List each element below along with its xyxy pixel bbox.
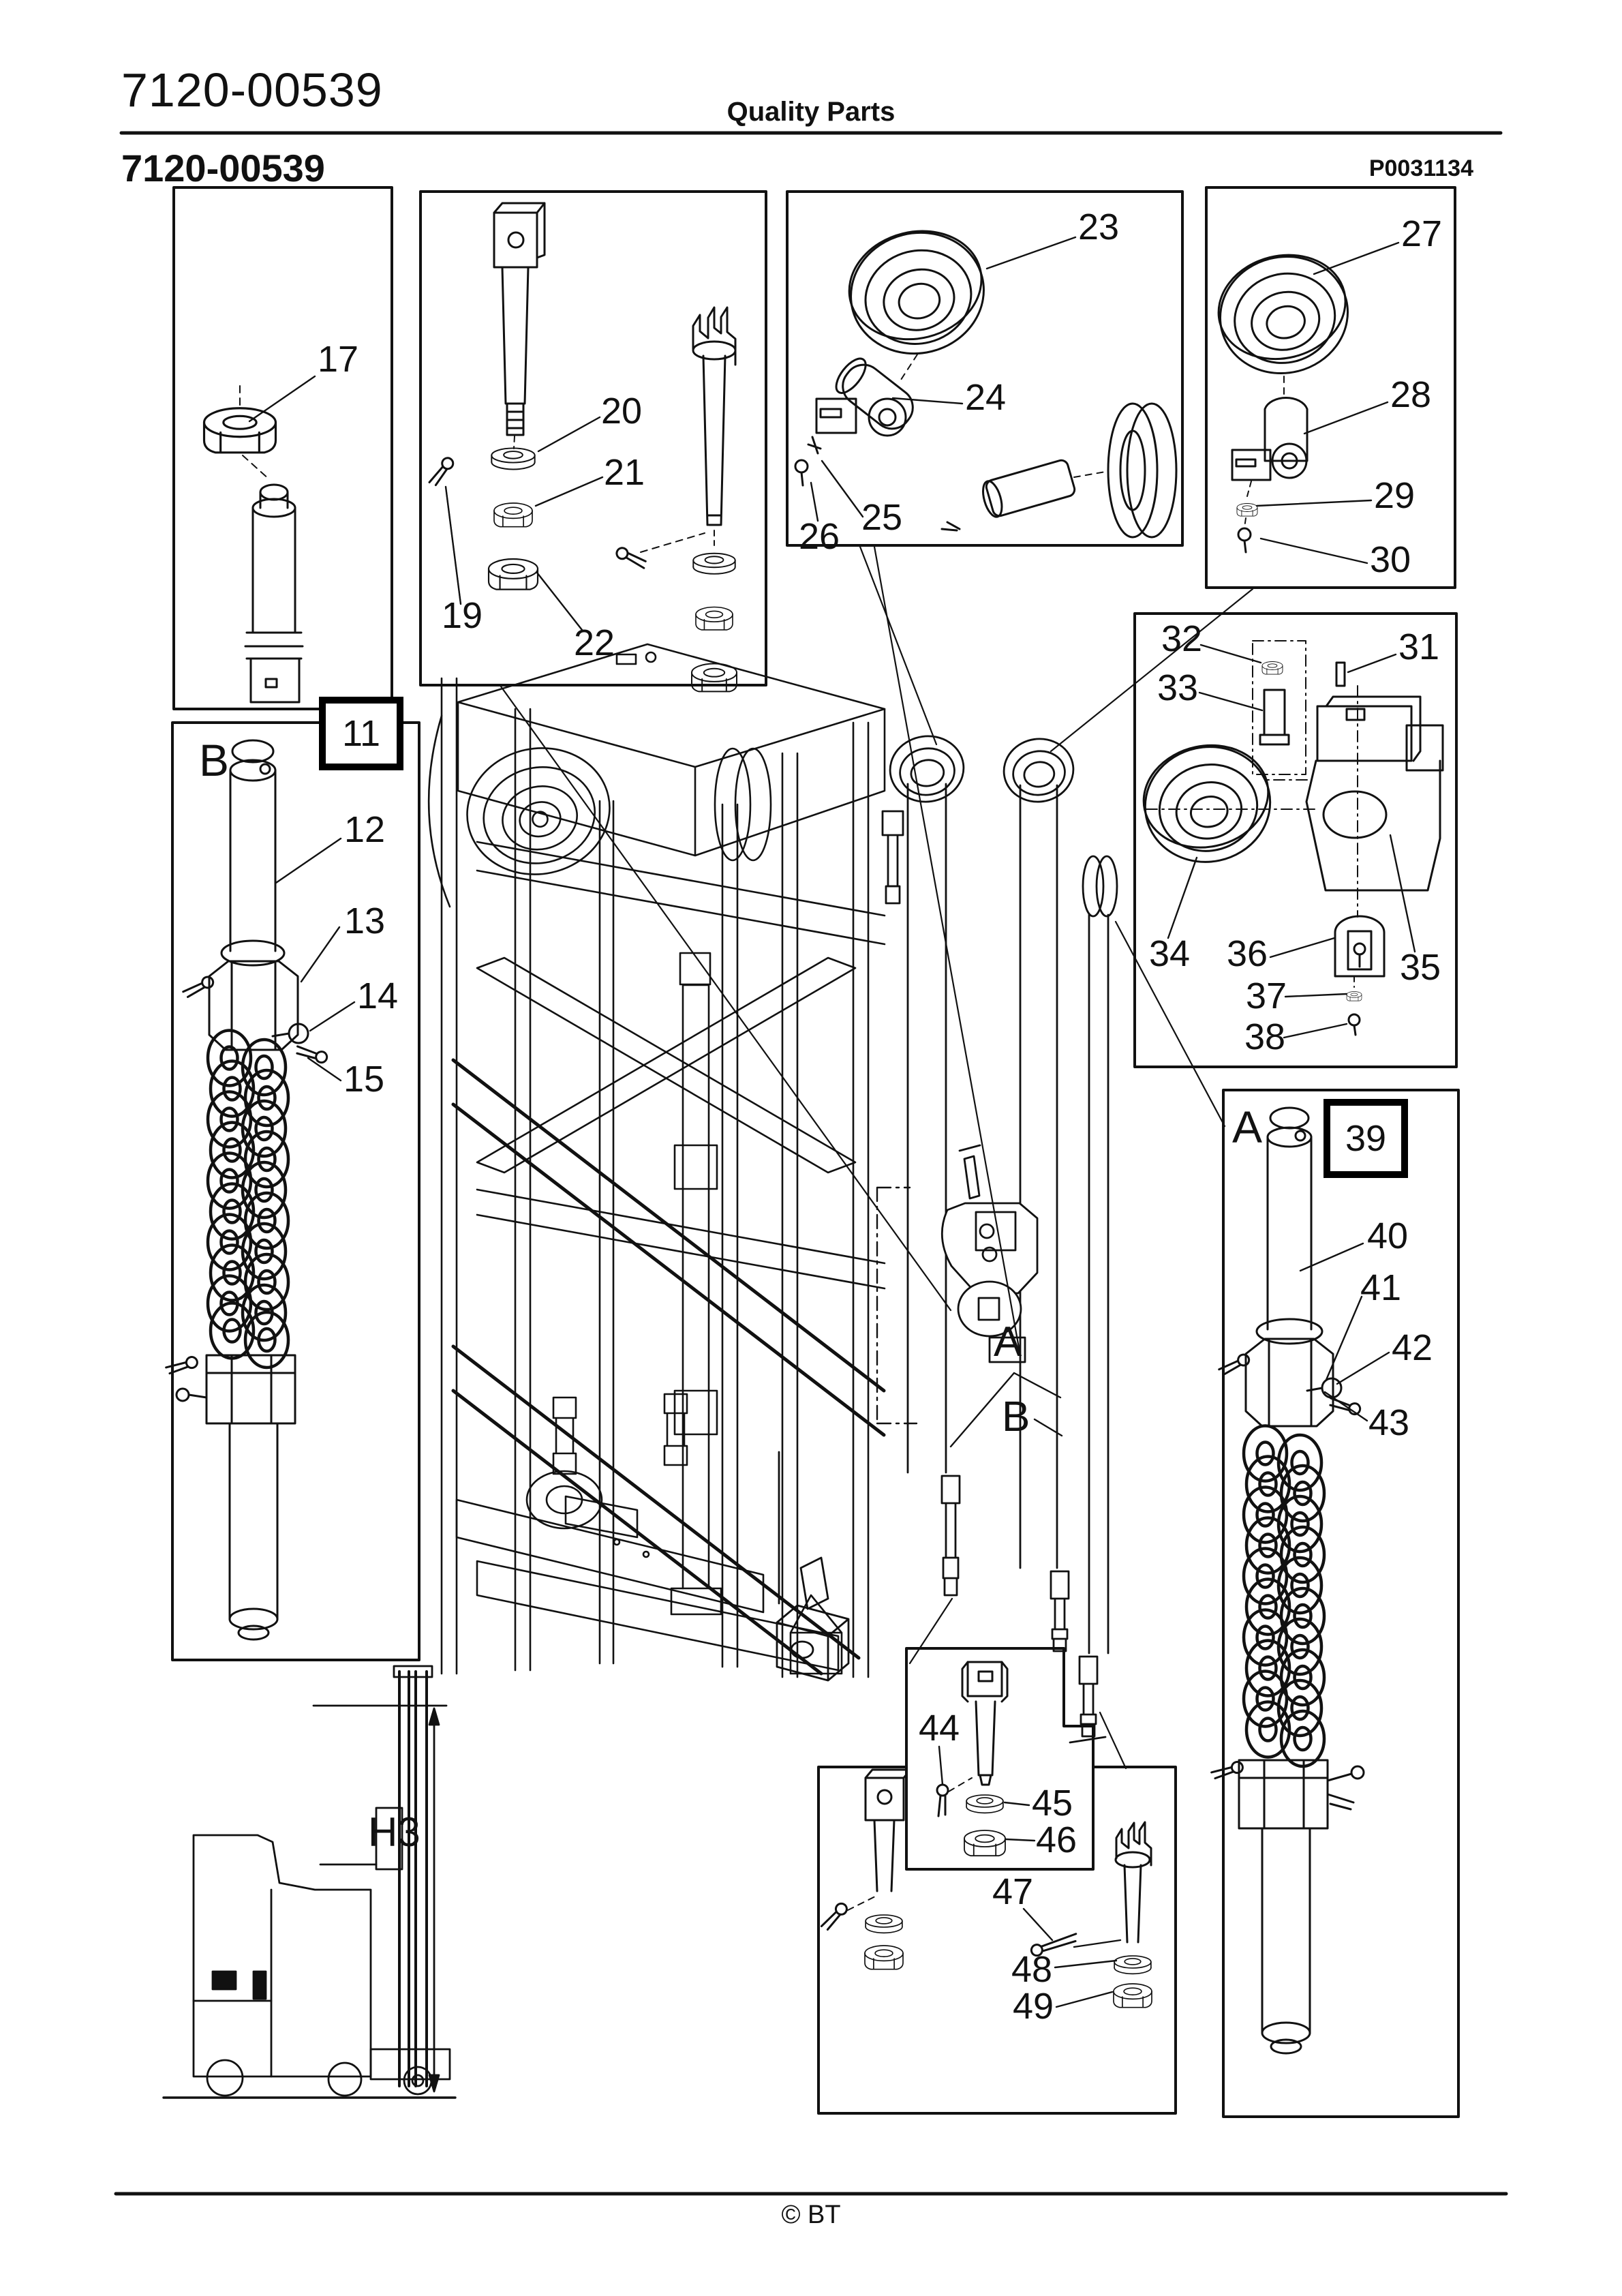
callout-28: 28 — [1390, 374, 1432, 415]
callout-32: 32 — [1161, 618, 1203, 659]
callout-37: 37 — [1246, 976, 1287, 1016]
document-number: P0031134 — [1368, 155, 1473, 181]
chain-b-label: B — [1002, 1393, 1030, 1440]
callout-42: 42 — [1392, 1327, 1433, 1368]
callout-41: 41 — [1360, 1267, 1402, 1308]
footer-copyright: © BT — [781, 2201, 841, 2229]
callout-29: 29 — [1374, 475, 1416, 516]
mast-assembly — [427, 643, 886, 1678]
callout-44: 44 — [919, 1708, 960, 1749]
header-center-label: Quality Parts — [726, 97, 896, 127]
callout-45: 45 — [1032, 1783, 1073, 1824]
detail-box-19-22 — [419, 190, 767, 693]
detail-box-47-49 — [817, 1766, 1177, 2115]
callout-46: 46 — [1036, 1819, 1077, 1860]
callout-19: 19 — [442, 595, 483, 636]
callout-27: 27 — [1401, 213, 1443, 254]
detail-box-31-38 — [1133, 612, 1458, 1068]
view-ref-box-11: 11 — [319, 697, 403, 770]
detail-box-17 — [172, 186, 393, 710]
chain-a-label: A — [994, 1318, 1022, 1365]
callout-15: 15 — [343, 1059, 385, 1100]
callout-36: 36 — [1227, 933, 1268, 974]
callout-21: 21 — [604, 452, 645, 493]
figure-title: 7120-00539 — [121, 147, 325, 190]
detail-box-23-26 — [786, 190, 1184, 547]
callout-23: 23 — [1078, 207, 1120, 247]
callout-12: 12 — [344, 809, 386, 850]
callout-14: 14 — [357, 976, 399, 1016]
reference-leader-lines — [500, 545, 1254, 1770]
callout-31: 31 — [1398, 626, 1440, 667]
lift-chain-b — [208, 1031, 288, 1368]
view-a-letter: A — [1232, 1102, 1263, 1152]
page-title: 7120-00539 — [121, 63, 383, 117]
callout-22: 22 — [574, 622, 615, 663]
callout-26: 26 — [799, 516, 840, 557]
chain-sheave-group — [776, 735, 1118, 1744]
callout-38: 38 — [1244, 1016, 1286, 1057]
callout-47: 47 — [992, 1871, 1034, 1912]
callout-43: 43 — [1368, 1402, 1410, 1443]
view-ref-11: 11 — [341, 713, 381, 754]
detail-box-44-46 — [905, 1647, 1095, 1871]
callout-40: 40 — [1367, 1215, 1409, 1256]
callout-13: 13 — [344, 901, 386, 941]
callout-24: 24 — [965, 377, 1007, 418]
view-ref-39: 39 — [1345, 1118, 1387, 1159]
callout-leader-lines — [248, 236, 1416, 2008]
callout-48: 48 — [1011, 1949, 1053, 1990]
height-dimension-label: H3 — [368, 1809, 420, 1855]
callout-34: 34 — [1149, 933, 1191, 974]
view-b-letter: B — [199, 735, 230, 785]
truck-height-diagram — [162, 1665, 457, 2099]
detail-box-27-30 — [1205, 186, 1456, 589]
callout-33: 33 — [1157, 667, 1199, 708]
callout-25: 25 — [861, 497, 903, 538]
view-ref-box-39: 39 — [1323, 1099, 1408, 1178]
callout-49: 49 — [1013, 1986, 1054, 2027]
view-box-a-39 — [1210, 1089, 1460, 2118]
callout-20: 20 — [601, 391, 643, 432]
lift-chain-a — [1244, 1426, 1324, 1767]
view-box-b-11 — [164, 721, 420, 1661]
callout-17: 17 — [318, 339, 359, 380]
callout-35: 35 — [1400, 947, 1441, 988]
callout-30: 30 — [1370, 539, 1411, 580]
